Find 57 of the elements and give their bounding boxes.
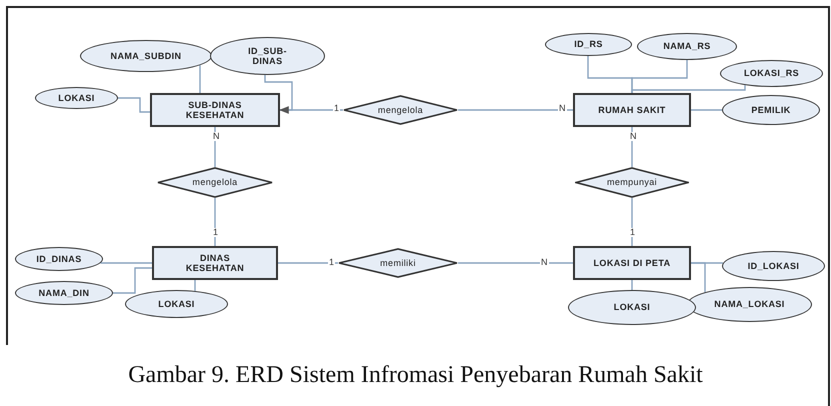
cardinality-label: 1	[212, 228, 220, 237]
cardinality-label: 1	[328, 258, 336, 267]
attribute-name: LOKASI_RS	[744, 68, 800, 79]
connector-line	[691, 262, 706, 292]
connector-line	[691, 109, 722, 111]
cardinality-label: N	[540, 258, 548, 267]
relationship-diamond	[338, 248, 458, 278]
entity-name: SUB-DINAS KESEHATAN	[184, 100, 246, 120]
cardinality-label: 1	[629, 228, 636, 237]
caption: Gambar 9. ERD Sistem Infromasi Penyebaran Rumah Sakit	[127, 362, 704, 389]
connector-line	[458, 262, 573, 264]
attribute-ellipse	[568, 290, 696, 325]
connector-line	[199, 65, 201, 93]
relationship-name: memiliki	[380, 258, 416, 268]
relationship-name: mengelola	[378, 104, 424, 116]
entity-box	[152, 246, 278, 280]
attribute-name: ID_RS	[574, 39, 603, 50]
cardinality-label: N	[212, 132, 220, 141]
attribute-name: LOKASI	[58, 92, 95, 104]
attribute-name: NAMA_RS	[663, 41, 711, 52]
entity-box	[150, 93, 280, 127]
connector-line	[631, 280, 633, 290]
cardinality-label: N	[629, 132, 638, 141]
cardinality-label: N	[558, 104, 566, 113]
relationship-diamond	[343, 95, 458, 125]
relationship-name: mengelola	[192, 177, 238, 188]
attribute-name: NAMA_LOKASI	[714, 299, 785, 310]
entity-name: RUMAH SAKIT	[598, 104, 666, 116]
entity-box	[573, 246, 691, 280]
connector-line	[631, 127, 633, 167]
connector-line	[194, 280, 196, 291]
cardinality-label: 1	[333, 104, 340, 113]
relationship-diamond	[157, 167, 273, 198]
attribute-name: ID_LOKASI	[748, 260, 800, 272]
connector-line	[118, 97, 150, 113]
connector-line	[278, 262, 338, 264]
attribute-name: ID_DINAS	[36, 254, 82, 264]
connector-line	[113, 267, 152, 294]
attribute-name: NAMA_DIN	[38, 288, 90, 298]
relationship-diamond	[575, 167, 689, 198]
entity-box	[573, 93, 691, 127]
relationship-name: mempunyai	[606, 177, 658, 188]
entity-name: DINAS KESEHATAN	[184, 252, 246, 274]
attribute-name: NAMA_SUBDIN	[110, 50, 182, 62]
connector-line	[264, 74, 293, 111]
attribute-ellipse	[722, 251, 825, 281]
entity-name: LOKASI DI PETA	[594, 258, 670, 268]
connector-line	[631, 85, 746, 93]
connector-line	[214, 127, 216, 167]
attribute-ellipse	[80, 40, 212, 72]
attribute-name: ID_SUB-DINAS	[247, 46, 288, 66]
connector-line	[100, 262, 152, 264]
attribute-name: LOKASI	[158, 298, 195, 310]
connector-line	[279, 106, 343, 114]
attribute-name: PEMILIK	[751, 104, 791, 116]
attribute-name: LOKASI	[614, 302, 650, 313]
connector-line	[458, 109, 573, 111]
